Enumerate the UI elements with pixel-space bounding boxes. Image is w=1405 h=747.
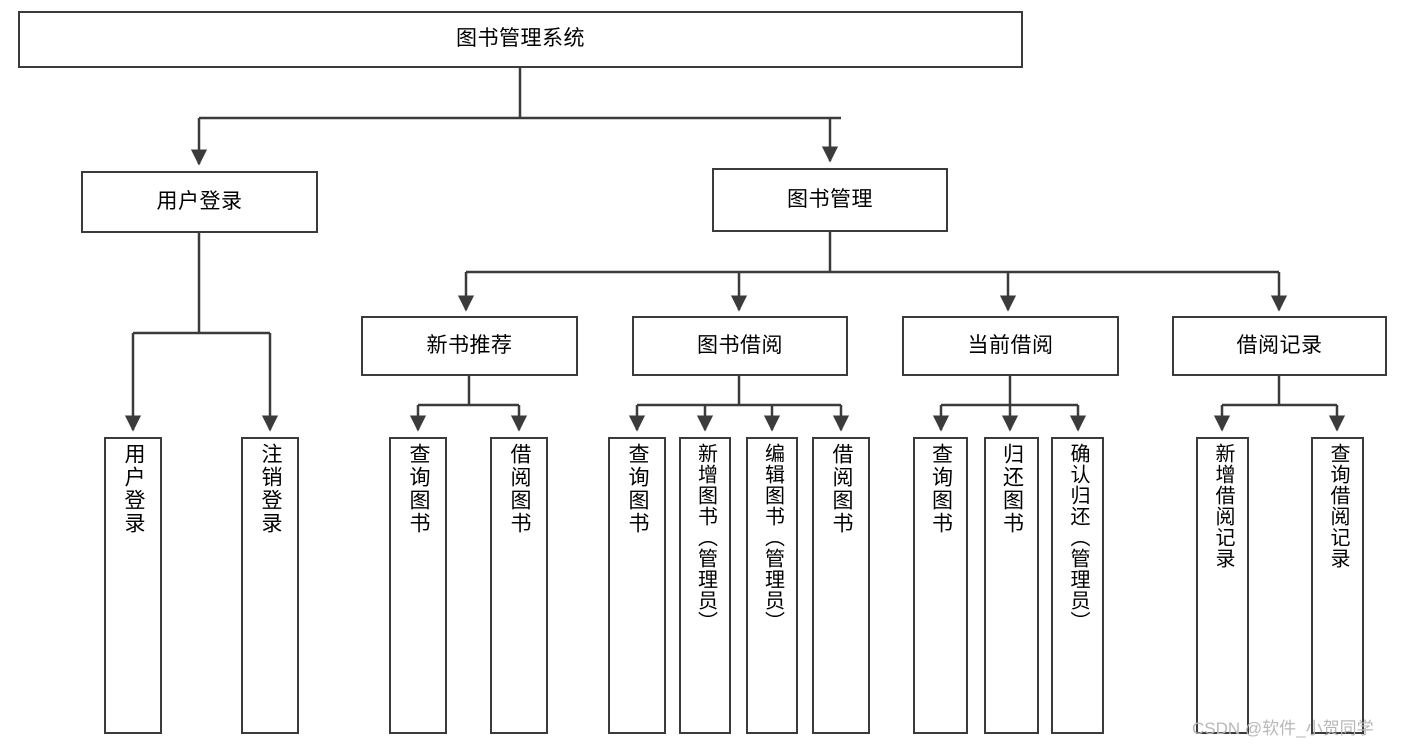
node-label: 用户登录 — [156, 189, 243, 213]
node-label: 归还图书 — [1000, 443, 1024, 535]
node-label: 新增借阅记录 — [1212, 443, 1234, 569]
leaf-borrow-book-borrow[interactable]: 借阅图书 — [812, 437, 870, 734]
leaf-user-login[interactable]: 用户登录 — [104, 437, 162, 734]
leaf-add-book-admin[interactable]: 新增图书（管理员） — [679, 437, 731, 734]
leaf-edit-book-admin[interactable]: 编辑图书（管理员） — [746, 437, 798, 734]
node-label: 编辑图书（管理员） — [761, 443, 784, 632]
leaf-add-borrow-record[interactable]: 新增借阅记录 — [1196, 437, 1249, 734]
node-user-login[interactable]: 用户登录 — [81, 171, 318, 233]
node-book-borrow[interactable]: 图书借阅 — [632, 316, 848, 376]
node-label: 新书推荐 — [426, 333, 513, 357]
leaf-borrow-book-recommend[interactable]: 借阅图书 — [490, 437, 548, 734]
leaf-query-book-borrow[interactable]: 查询图书 — [608, 437, 666, 734]
leaf-logout-login[interactable]: 注销登录 — [241, 437, 299, 734]
node-label: 借阅图书 — [830, 443, 854, 535]
node-label: 查询图书 — [929, 443, 953, 535]
node-label: 确认归还（管理员） — [1067, 443, 1089, 632]
node-label: 借阅图书 — [508, 443, 532, 535]
node-root-book-management-system[interactable]: 图书管理系统 — [18, 11, 1023, 68]
node-new-book-recommend[interactable]: 新书推荐 — [361, 316, 578, 376]
leaf-query-book-recommend[interactable]: 查询图书 — [389, 437, 447, 734]
node-current-borrow[interactable]: 当前借阅 — [902, 316, 1119, 376]
node-label: 查询图书 — [407, 443, 431, 535]
node-label: 查询借阅记录 — [1327, 443, 1349, 569]
node-label: 查询图书 — [626, 443, 650, 535]
leaf-query-book-current[interactable]: 查询图书 — [913, 437, 968, 734]
node-label: 新增图书（管理员） — [694, 443, 717, 632]
leaf-query-borrow-record[interactable]: 查询借阅记录 — [1311, 437, 1364, 734]
node-label: 注销登录 — [259, 443, 283, 535]
node-label: 图书借阅 — [697, 333, 783, 357]
node-label: 用户登录 — [122, 443, 146, 535]
node-borrow-record[interactable]: 借阅记录 — [1172, 316, 1387, 376]
node-label: 图书管理 — [787, 187, 873, 211]
node-book-management[interactable]: 图书管理 — [712, 168, 948, 232]
node-label: 图书管理系统 — [456, 27, 585, 51]
leaf-return-book[interactable]: 归还图书 — [984, 437, 1039, 734]
leaf-confirm-return-admin[interactable]: 确认归还（管理员） — [1051, 437, 1104, 734]
node-label: 借阅记录 — [1236, 333, 1323, 357]
node-label: 当前借阅 — [967, 333, 1054, 357]
watermark-text: CSDN @软件_小贺同学 — [1192, 719, 1374, 738]
